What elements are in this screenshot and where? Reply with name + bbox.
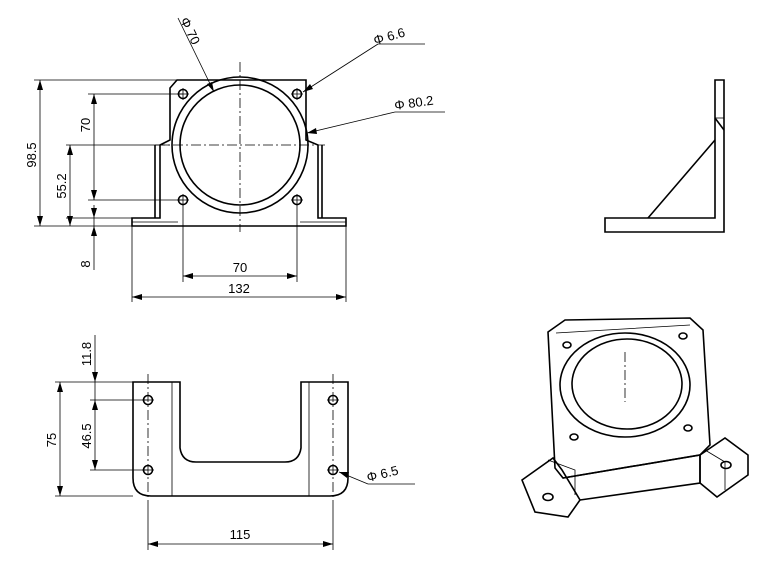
iso-base-web — [562, 454, 701, 501]
iso-plate — [547, 317, 711, 479]
leader-hole-dia — [302, 43, 379, 93]
iso-pilot — [559, 332, 691, 438]
dim-hole-vertical: 70 — [78, 118, 93, 132]
front-h-extension-lines — [131, 204, 347, 302]
leader-pilot-dia — [306, 111, 396, 134]
side-view — [604, 79, 725, 233]
dim-depth-total: 75 — [44, 433, 59, 447]
leader-bore — [177, 17, 215, 93]
dim-base-thickness: 8 — [78, 260, 93, 267]
dim-hole-spacing-y: 46.5 — [79, 423, 94, 448]
bottom-extension-lines — [55, 381, 148, 497]
dim-height-total: 98.5 — [24, 142, 39, 167]
side-outline — [604, 79, 725, 233]
dim-bore: Φ 70 — [177, 15, 203, 47]
dim-hole-horizontal: 70 — [233, 260, 247, 275]
front-gusset-lines — [154, 145, 323, 218]
dim-hole-spacing-x: 115 — [230, 527, 251, 542]
bottom-inner-edges — [171, 382, 310, 496]
bottom-view: 11.8 75 46.5 115 Φ 6.5 — [44, 335, 415, 550]
dim-width-total: 132 — [228, 281, 250, 296]
iso-base-left — [521, 456, 581, 518]
dim-offset: 11.8 — [79, 342, 94, 366]
front-plate-outline — [131, 79, 347, 227]
dim-bottom-hole-dia: Φ 6.5 — [365, 463, 400, 485]
front-extension-lines — [34, 79, 183, 227]
front-view: 98.5 55.2 70 8 70 132 Φ 70 Φ 6.6 — [24, 15, 445, 302]
bottom-outline — [132, 381, 349, 497]
dim-pilot-dia: Φ 80.2 — [393, 93, 434, 113]
side-gusset — [647, 117, 725, 219]
dim-height-center: 55.2 — [54, 173, 69, 198]
iso-bore — [571, 338, 683, 430]
isometric-view — [521, 317, 749, 518]
